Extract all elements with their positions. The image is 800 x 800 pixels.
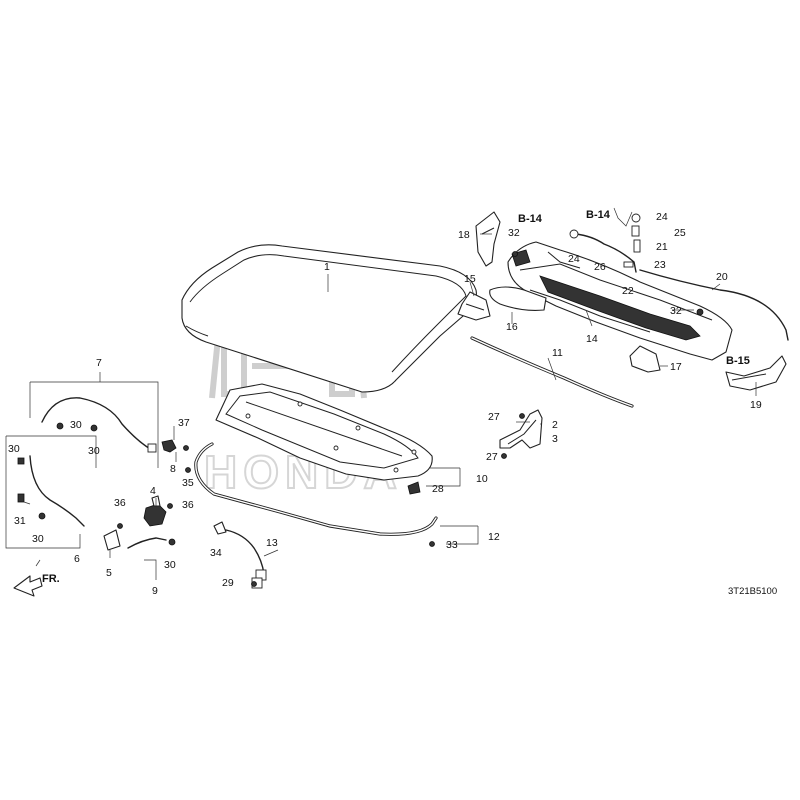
callout-7: 7 <box>96 357 102 369</box>
callout-24-left: 24 <box>568 253 580 265</box>
cowl-top <box>507 241 733 361</box>
callout-34: 34 <box>210 547 222 559</box>
diagram-code: 3T21B5100 <box>728 586 777 597</box>
callout-31: 31 <box>14 515 26 527</box>
callout-2: 2 <box>552 419 558 431</box>
callout-30-a: 30 <box>70 419 82 431</box>
callout-14: 14 <box>586 333 598 345</box>
callout-29: 29 <box>222 577 234 589</box>
callout-28: 28 <box>432 483 444 495</box>
callout-5: 5 <box>106 567 112 579</box>
cowl-cap-17 <box>629 345 661 373</box>
callout-8: 8 <box>170 463 176 475</box>
callout-36-right: 36 <box>182 499 194 511</box>
cowl-side-18 <box>475 211 501 267</box>
callout-30-d: 30 <box>32 533 44 545</box>
callout-35: 35 <box>182 477 194 489</box>
leader-lines <box>5 207 757 580</box>
callout-27-lower: 27 <box>486 451 498 463</box>
cowl-seal-16 <box>489 286 547 311</box>
callout-21: 21 <box>656 241 668 253</box>
callout-11: 11 <box>552 347 563 359</box>
washer-nozzles <box>569 213 641 273</box>
callout-30-e: 30 <box>164 559 176 571</box>
release-cable-7 <box>41 397 153 451</box>
callout-13: 13 <box>266 537 278 549</box>
callout-15: 15 <box>464 273 476 285</box>
hood-rear-seal <box>470 336 634 408</box>
release-cable-9 <box>127 537 167 549</box>
lock-bracket-5 <box>103 529 121 551</box>
callout-27-upper: 27 <box>488 411 500 423</box>
callout-25: 25 <box>674 227 686 239</box>
cowl-side-19 <box>725 355 787 391</box>
callout-4: 4 <box>150 485 156 497</box>
release-cable-6 <box>29 455 85 527</box>
hood-insulator <box>215 383 433 481</box>
callout-16: 16 <box>506 321 518 333</box>
hood-hinge <box>499 409 543 449</box>
hood-lock <box>143 503 167 527</box>
callout-19: 19 <box>750 399 762 411</box>
callout-9: 9 <box>152 585 158 597</box>
callout-23: 23 <box>654 259 666 271</box>
callout-26: 26 <box>594 261 606 273</box>
front-direction-arrow: FR. <box>13 573 60 597</box>
callout-30-c: 30 <box>8 443 20 455</box>
callout-33: 33 <box>446 539 458 551</box>
callout-6: 6 <box>74 553 80 565</box>
callout-32-lower: 32 <box>670 305 682 317</box>
fasteners <box>17 251 704 587</box>
cowl-clip-15 <box>457 291 491 321</box>
callout-12: 12 <box>488 531 500 543</box>
callout-22: 22 <box>622 285 634 297</box>
callout-32-upper: 32 <box>508 227 520 239</box>
front-direction-label: FR. <box>42 573 60 585</box>
callout-1: 1 <box>324 261 330 273</box>
callout-20: 20 <box>716 271 728 283</box>
callout-37: 37 <box>178 417 190 429</box>
callout-17: 17 <box>670 361 682 373</box>
reference-b15: B-15 <box>726 355 750 367</box>
reference-b14-right: B-14 <box>586 209 611 221</box>
callout-18: 18 <box>458 229 470 241</box>
callout-36-left: 36 <box>114 497 126 509</box>
reference-b14-left: B-14 <box>518 213 543 225</box>
hood-front-seal <box>194 442 438 536</box>
callout-24-right: 24 <box>656 211 668 223</box>
washer-tube-20 <box>639 269 789 341</box>
callout-30-b: 30 <box>88 445 100 457</box>
support-rod-13 <box>225 529 265 575</box>
callout-10: 10 <box>476 473 488 485</box>
callout-3: 3 <box>552 433 558 445</box>
